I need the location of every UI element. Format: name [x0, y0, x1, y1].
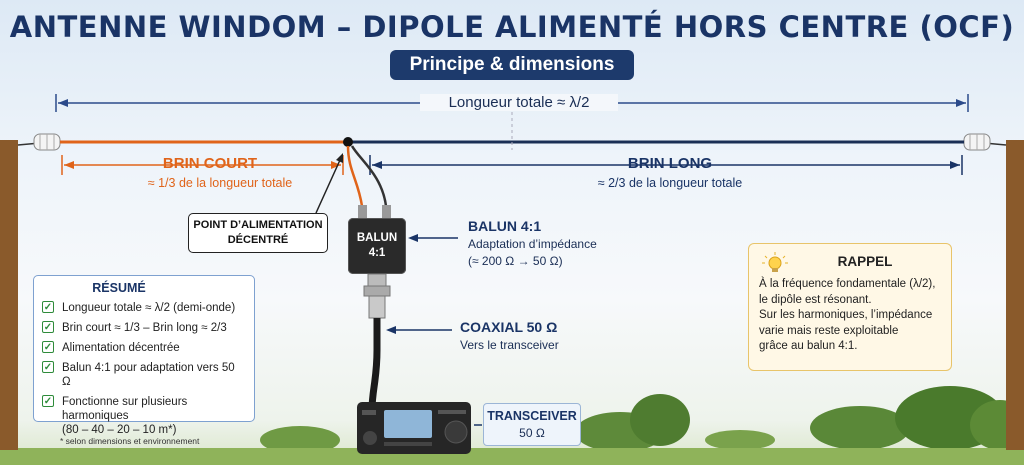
rappel-title: RAPPEL — [837, 254, 893, 269]
rappel-line: Sur les harmoniques, l’impédance — [759, 309, 933, 321]
transceiver-impedance: 50 Ω — [519, 426, 545, 440]
rappel-line: varie mais reste exploitable — [759, 324, 899, 337]
short-wire-subtitle: ≈ 1/3 de la longueur totale — [147, 176, 293, 190]
check-icon: ✓ — [42, 301, 54, 313]
insulator-icon — [963, 133, 991, 151]
long-wire-title: BRIN LONG — [627, 155, 713, 172]
coax-cable — [368, 318, 381, 411]
rappel-line: le dipôle est résonant. — [759, 293, 872, 306]
check-icon: ✓ — [42, 321, 54, 333]
insulator-icon — [33, 133, 61, 151]
balun-title: BALUN 4:1 — [468, 218, 542, 234]
total-length-label: Longueur totale ≈ λ/2 — [420, 94, 618, 111]
page-title: ANTENNE WINDOM – DIPOLE ALIMENTÉ HORS CE… — [9, 10, 1015, 44]
long-wire-subtitle: ≈ 2/3 de la longueur totale — [597, 176, 743, 190]
summary-title: RÉSUMÉ — [92, 281, 146, 295]
transceiver-title: TRANSCEIVER — [487, 409, 577, 423]
transceiver-label: TRANSCEIVER 50 Ω — [483, 403, 581, 446]
feed-point-line2: DÉCENTRÉ — [227, 234, 289, 246]
rappel-line: grâce au balun 4:1. — [759, 340, 858, 352]
short-wire-title: BRIN COURT — [162, 155, 258, 172]
balun-description: Adaptation d’impédance — [468, 237, 597, 251]
right-pole — [1006, 140, 1024, 450]
summary-item: ✓Fonctionne sur plusieurs harmoniques — [42, 395, 188, 422]
summary-item: ✓Longueur totale ≈ λ/2 (demi-onde) — [42, 301, 236, 314]
balun-impedance: (≈ 200 Ω → 50 Ω) — [468, 254, 563, 268]
lightbulb-icon — [762, 252, 788, 272]
transceiver-icon — [357, 402, 471, 454]
rappel-panel: RAPPEL À la fréquence fondamentale (λ/2)… — [748, 243, 952, 371]
balun-device: BALUN 4:1 — [348, 218, 406, 274]
subtitle-badge: Principe & dimensions — [390, 50, 634, 80]
summary-item-continued: (80 – 40 – 20 – 10 m*) — [62, 424, 177, 436]
summary-item: ✓Brin court ≈ 1/3 – Brin long ≈ 2/3 — [42, 321, 227, 334]
coax-title: COAXIAL 50 Ω — [460, 319, 558, 335]
summary-panel: RÉSUMÉ ✓Longueur totale ≈ λ/2 (demi-onde… — [33, 275, 255, 436]
check-icon: ✓ — [42, 341, 54, 353]
rappel-line: À la fréquence fondamentale (λ/2), — [759, 278, 936, 290]
feed-point-line1: POINT D’ALIMENTATION — [193, 219, 323, 231]
summary-item: ✓Alimentation décentrée — [42, 341, 180, 354]
summary-item: ✓Balun 4:1 pour adaptation vers 50 Ω — [42, 361, 235, 388]
balun-box-line2: 4:1 — [368, 247, 386, 259]
balun-box-line1: BALUN — [356, 232, 398, 244]
coax-subtitle: Vers le transceiver — [460, 338, 559, 352]
feed-point-callout: POINT D’ALIMENTATION DÉCENTRÉ — [188, 213, 328, 253]
check-icon: ✓ — [42, 361, 54, 373]
feed-point-dot — [343, 137, 353, 147]
summary-footnote: * selon dimensions et environnement — [60, 436, 200, 446]
left-pole — [0, 140, 18, 450]
check-icon: ✓ — [42, 395, 54, 407]
